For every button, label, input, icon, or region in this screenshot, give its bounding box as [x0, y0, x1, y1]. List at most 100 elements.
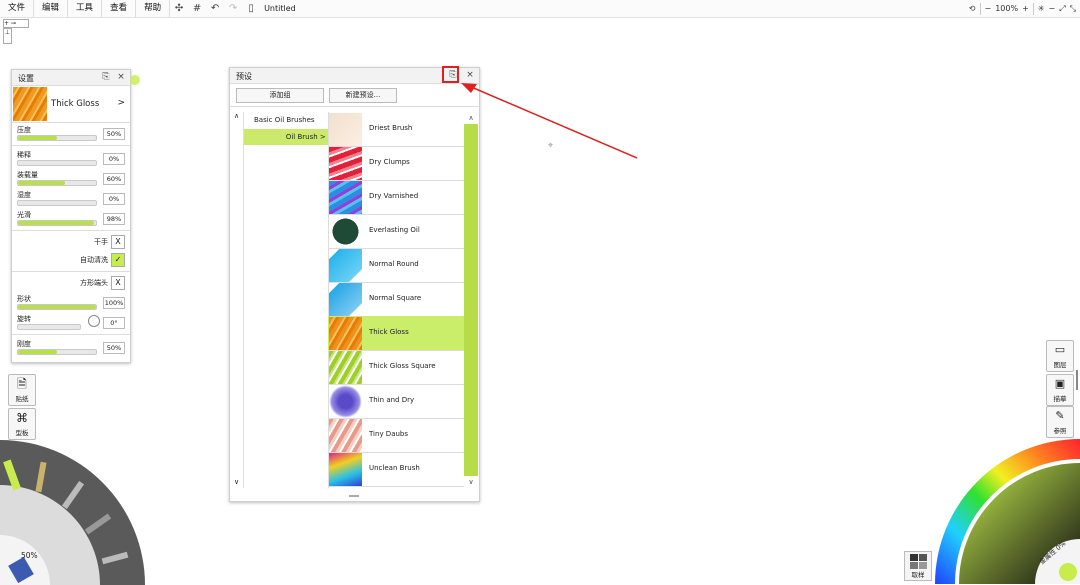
move-icon[interactable]: ✣ — [174, 3, 184, 14]
toggle-auto-clean[interactable]: 自动清洗 ✓ — [12, 251, 130, 269]
paint-tube-icon[interactable] — [8, 556, 34, 584]
slider-value[interactable]: 50% — [103, 342, 125, 354]
slider-stiffness[interactable]: 刚度 50% — [12, 337, 130, 357]
vertical-ruler-icon[interactable]: ⊥ — [3, 28, 12, 44]
slider-track[interactable] — [17, 349, 97, 355]
current-brush[interactable]: Thick Gloss > — [12, 86, 130, 123]
zoom-out-button[interactable]: − — [984, 4, 992, 13]
preset-item-selected[interactable]: Thick Gloss — [328, 316, 464, 351]
pencil-tool-icon[interactable] — [35, 461, 47, 493]
new-group-icon[interactable]: ⎘ — [449, 70, 457, 80]
tool-wheel[interactable] — [0, 440, 150, 585]
slider-track[interactable] — [17, 180, 97, 186]
menu-tools[interactable]: 工具 — [68, 0, 103, 17]
tracing-button[interactable]: ▣ 描摹 — [1046, 374, 1074, 406]
preset-item[interactable]: Thin and Dry — [328, 384, 464, 419]
slider-value[interactable]: 98% — [103, 213, 125, 225]
preset-item[interactable]: Normal Square — [328, 282, 464, 317]
pin-icon[interactable]: ✳ — [1037, 4, 1045, 13]
slider-value[interactable]: 0% — [103, 193, 125, 205]
sticker-button[interactable]: 🗎 贴纸 — [8, 374, 36, 406]
chevron-up-icon[interactable]: ∧ — [233, 112, 240, 120]
roller-tool-icon[interactable] — [101, 551, 129, 565]
preset-name: Tiny Daubs — [369, 430, 409, 438]
preset-item[interactable]: Everlasting Oil — [328, 214, 464, 249]
checkbox[interactable]: X — [111, 235, 125, 249]
preset-item[interactable]: Dry Clumps — [328, 146, 464, 181]
category-basic-oil-brushes[interactable]: Basic Oil Brushes — [254, 116, 315, 124]
airbrush-tool-icon[interactable] — [84, 513, 112, 535]
slider-wetness[interactable]: 湿度 0% — [12, 188, 130, 208]
add-group-button[interactable]: 添加组 — [236, 88, 324, 103]
slider-track[interactable] — [17, 160, 97, 166]
menu-view[interactable]: 查看 — [102, 0, 137, 17]
slider-pressure[interactable]: 压度 50% — [12, 123, 130, 143]
restore-icon[interactable]: ⤡ — [1069, 3, 1076, 13]
layers-button[interactable]: ▭ 图层 — [1046, 340, 1074, 372]
resize-grip-icon[interactable] — [349, 495, 359, 497]
close-icon[interactable]: × — [466, 70, 474, 80]
slider-value[interactable]: 0° — [103, 317, 125, 329]
preset-item[interactable]: Dry Varnished — [328, 180, 464, 215]
preset-item[interactable]: Driest Brush — [328, 112, 464, 147]
slider-thinners[interactable]: 稀释 0% — [12, 148, 130, 168]
slider-value[interactable]: 60% — [103, 173, 125, 185]
slider-track[interactable] — [17, 135, 97, 141]
slider-track[interactable] — [17, 200, 97, 206]
slider-rotation[interactable]: 旋转 0° — [12, 312, 130, 332]
toggle-dry-brush[interactable]: 干手 X — [12, 233, 130, 251]
checkbox[interactable]: X — [111, 276, 125, 290]
undo-icon[interactable]: ↶ — [210, 3, 220, 14]
slider-smoothness[interactable]: 光滑 98% — [12, 208, 130, 228]
menu-file[interactable]: 文件 — [0, 0, 35, 17]
divider — [12, 334, 130, 335]
preset-thumbnail — [329, 113, 362, 146]
presets-header: 预设 ⎘ × — [230, 68, 479, 84]
reference-icon: ✎ — [1055, 409, 1065, 422]
category-oil-brush[interactable]: Oil Brush > — [244, 129, 328, 145]
rotation-dial-icon[interactable] — [88, 315, 100, 327]
slider-loading[interactable]: 装载量 60% — [12, 168, 130, 188]
divider — [12, 145, 130, 146]
new-preset-button[interactable]: 新建预设... — [329, 88, 397, 103]
slider-track[interactable] — [17, 220, 97, 226]
preset-scrollbar[interactable]: ∧ ∨ — [464, 112, 478, 488]
color-sample-button[interactable]: 取样 — [904, 551, 932, 581]
menu-edit[interactable]: 编辑 — [34, 0, 69, 17]
checkbox[interactable]: ✓ — [111, 253, 125, 267]
grid-icon[interactable]: # — [192, 3, 202, 14]
chevron-down-icon[interactable]: ∨ — [233, 478, 240, 486]
minimize-button[interactable]: − — [1048, 4, 1056, 13]
chevron-up-icon[interactable]: ∧ — [464, 112, 478, 124]
preset-item[interactable]: Thick Gloss Square — [328, 350, 464, 385]
preset-item[interactable]: Unclean Brush — [328, 452, 464, 487]
panel-scroll-handle[interactable] — [1076, 370, 1078, 390]
slider-shape[interactable]: 形状 100% — [12, 292, 130, 312]
slider-track[interactable] — [17, 304, 97, 310]
palette-knife-icon[interactable] — [61, 480, 85, 510]
color-wheel[interactable] — [930, 439, 1080, 584]
preset-item[interactable]: Normal Round — [328, 248, 464, 283]
slider-value[interactable]: 0% — [103, 153, 125, 165]
zoom-in-button[interactable]: + — [1022, 4, 1029, 13]
category-scrollbar[interactable]: ∧ ∨ — [230, 112, 244, 488]
reference-button[interactable]: ✎ 参照 — [1046, 406, 1074, 438]
menu-help[interactable]: 帮助 — [136, 0, 171, 17]
oil-brush-tool-icon[interactable] — [3, 459, 21, 491]
rotate-canvas-icon[interactable]: ⟲ — [968, 4, 976, 13]
fullscreen-icon[interactable]: ⤢ — [1059, 3, 1066, 13]
slider-value[interactable]: 50% — [103, 128, 125, 140]
close-icon[interactable]: × — [117, 72, 125, 82]
pin-panel-icon[interactable]: ⎘ — [102, 72, 110, 82]
preset-item[interactable]: Tiny Daubs — [328, 418, 464, 453]
slider-value[interactable]: 100% — [103, 297, 125, 309]
ruler-tool-icon[interactable]: + ⊸ — [3, 19, 29, 28]
preset-thumbnail — [329, 283, 362, 316]
slider-track[interactable] — [17, 324, 81, 330]
toggle-square-tip[interactable]: 方形端头 X — [12, 274, 130, 292]
stencil-button[interactable]: ⌘ 型板 — [8, 408, 36, 440]
chevron-down-icon[interactable]: ∨ — [464, 476, 478, 488]
slider-label: 旋转 — [17, 315, 31, 323]
redo-icon[interactable]: ↷ — [228, 3, 238, 14]
chevron-right-icon[interactable]: > — [117, 98, 125, 108]
